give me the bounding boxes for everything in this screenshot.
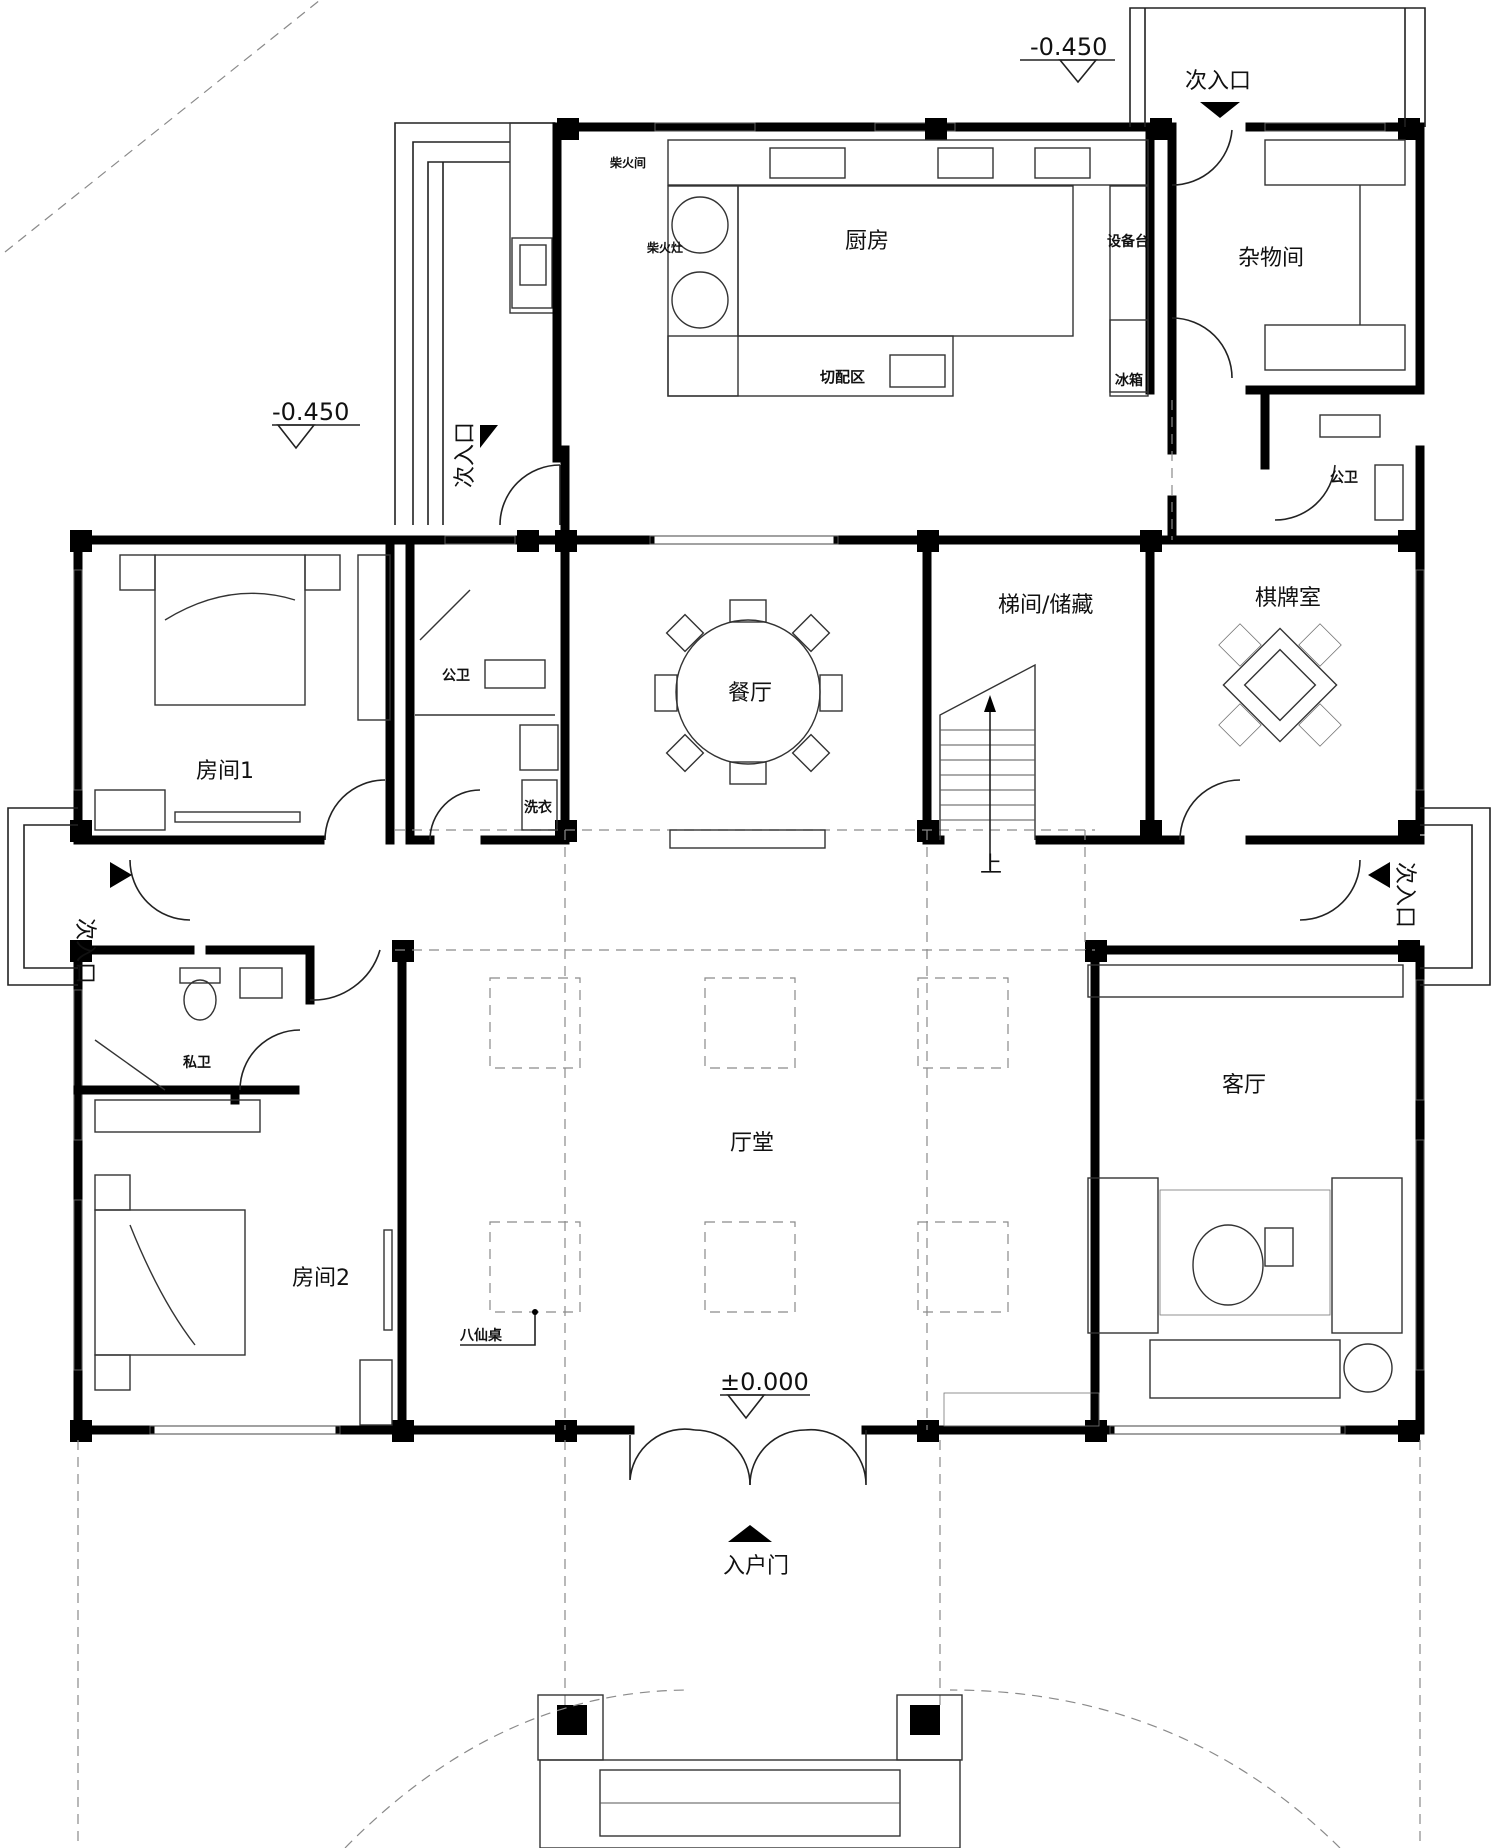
kitchen-label: 厨房: [845, 229, 889, 254]
columns: [70, 118, 1420, 1735]
living-room-label: 客厅: [1222, 1073, 1266, 1098]
windows: [73, 122, 1425, 1435]
kitchen-furniture: [667, 139, 1149, 397]
site-boundary-line: [4, 0, 321, 253]
interior-walls: [73, 385, 1425, 1435]
room1-label: 房间1: [196, 759, 254, 784]
fire-stove-label: 柴火灶: [646, 240, 683, 255]
prep-area-label: 切配区: [820, 368, 865, 386]
private-bath-label: 私卫: [183, 1054, 211, 1071]
dining-table: [654, 599, 843, 785]
public-bath-right-label: 公卫: [1330, 470, 1358, 486]
storage-shelves: [1264, 139, 1406, 521]
hall-tables: [460, 977, 1009, 1346]
eight-immortals-table-label: 八仙桌: [459, 1327, 503, 1344]
level-marker-left: -0.450: [272, 398, 360, 450]
room1-furniture: [94, 554, 391, 831]
level-marker-top: -0.450: [1020, 33, 1115, 84]
exterior-walls: [73, 122, 1425, 1435]
level-entry-text: ±0.000: [720, 1368, 809, 1396]
room2-label: 房间2: [292, 1266, 350, 1291]
secondary-right-label: 次入口: [1392, 862, 1417, 928]
level-marker-entry: ±0.000: [720, 1368, 810, 1420]
chess-room-label: 棋牌室: [1255, 586, 1321, 611]
fire-room-label: 柴火间: [609, 155, 646, 170]
kitchen-entry-arrow: [480, 425, 498, 448]
left-entry-arrow: [110, 862, 132, 888]
secondary-left-label: 次入口: [72, 918, 97, 984]
secondary-top-label: 次入口: [1185, 69, 1251, 94]
public-bath-left-fixtures: [415, 589, 559, 831]
storage-entry-frame: [1129, 7, 1426, 127]
hall-label: 厅堂: [730, 1131, 774, 1156]
private-bath-fixtures: [94, 967, 283, 1091]
side-entry-frames: [7, 807, 1491, 986]
level-top-text: -0.450: [1030, 33, 1107, 61]
storage-room-label: 杂物间: [1238, 246, 1304, 271]
dining-label: 餐厅: [728, 681, 772, 706]
stair-up-label: 上: [980, 853, 1002, 878]
fridge-label: 冰箱: [1115, 372, 1143, 389]
main-door-label: 入户门: [723, 1554, 789, 1579]
living-room-furniture: [943, 964, 1404, 1427]
dining-sideboard: [669, 829, 826, 849]
stair-storage-label: 梯间/储藏: [998, 593, 1093, 618]
level-left-text: -0.450: [272, 398, 349, 426]
main-entry-arrow: [728, 1525, 772, 1542]
dashed-grid: [77, 400, 1421, 1848]
staircase: [939, 663, 1036, 870]
chess-table: [1218, 623, 1342, 747]
equipment-counter-label: 设备台: [1107, 233, 1149, 250]
secondary-kitchen-label: 次入口: [453, 422, 478, 488]
doors: [129, 129, 1361, 1486]
right-entry-arrow: [1368, 862, 1390, 888]
room2-furniture: [94, 1099, 393, 1426]
washer-label: 洗衣: [524, 799, 553, 816]
public-bath-left-label: 公卫: [442, 668, 470, 684]
front-porch: [537, 1694, 963, 1848]
top-entry-arrow: [1200, 102, 1240, 118]
